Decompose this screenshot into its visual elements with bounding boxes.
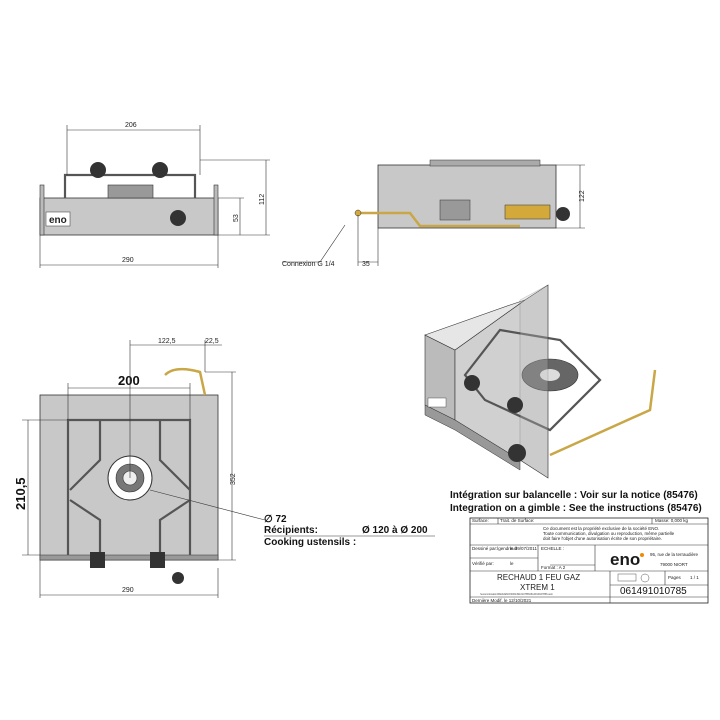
recipients-label: Récipients: [264,525,318,536]
dim-122: 122 [579,190,586,202]
tb-format: Format : A 2 [541,565,566,570]
dim-290-front: 290 [122,257,134,264]
connection-label: Connexion G 1/4 [282,261,335,268]
burner-knob-left [90,162,106,178]
tb-address-1: 95, rue de la terraudière [650,552,699,557]
specs: ∅ 72 Récipients: Ø 120 à Ø 200 Cooking u… [264,514,435,548]
side-view: 122 35 Connexion G 1/4 [282,159,586,268]
tb-file-path: \\eniers\location\Bdds\ENO\0061491010785… [480,593,553,596]
tb-eno-logo: eno [610,550,640,569]
tb-checked-by: Vérifié par: [472,561,494,566]
tb-notice-3: doit faire l'objet d'une autorisation éc… [543,536,662,541]
tb-masse: Masse: 0,000 kg [655,518,689,523]
tb-last-modified: Dernière Modif. le 12/10/2021 [472,598,532,603]
burner-knob-right [152,162,168,178]
tb-drawn-by: Dessiné par:lgendreuil [472,546,517,551]
tb-checked-date: le [510,561,514,566]
top-view: 200 122,5 22,5 210,5 352 290 [13,338,266,598]
tb-notice-2: Toute communication, divulgation ou repr… [543,531,675,536]
burner-diameter: ∅ 72 [264,514,287,525]
integration-en: Integration on a gimble : See the instru… [450,503,702,514]
integration-fr: Intégration sur balancelle : Voir sur la… [450,490,698,501]
dim-112: 112 [259,194,266,205]
cooking-ustensils-label: Cooking ustensils : [264,537,356,548]
dim-352: 352 [230,473,237,485]
tb-notice-1: Ce document est la propriété exclusive d… [543,526,659,531]
title-block: Surface: Trait. de Surface: Masse: 0,000… [469,517,709,604]
tb-product-line1: RECHAUD 1 FEU GAZ [497,573,580,582]
tb-address-2: 79000 NIORT [660,562,688,567]
dim-206: 206 [125,122,137,129]
dim-35: 35 [362,261,370,268]
gas-pipe [360,211,520,228]
gas-inlet [164,367,207,396]
tb-echelle: ECHELLE : [541,546,564,551]
eno-logo: eno [49,215,67,226]
dim-200: 200 [118,373,140,388]
tb-product-line2: XTREM 1 [520,583,555,592]
control-knob [170,210,186,226]
dim-290-top: 290 [122,587,134,594]
isometric-view [424,284,657,479]
pan-support [63,173,197,198]
dim-122-5: 122,5 [158,338,176,345]
tb-drawn-date: le 09/07/2011 [510,546,537,551]
tb-pages-label: Pages [668,575,682,580]
tb-trait-surface: Trait. de Surface: [500,518,534,523]
recipients-value: Ø 120 à Ø 200 [362,525,428,536]
dim-53: 53 [233,214,240,222]
tb-surface: Surface: [472,518,489,523]
front-view: eno 206 290 53 112 [39,122,270,268]
tb-part-number: 061491010785 [620,586,687,597]
tb-pages-value: 1 / 1 [690,575,699,580]
dim-22-5: 22,5 [205,338,219,345]
dim-210-5: 210,5 [13,477,28,510]
